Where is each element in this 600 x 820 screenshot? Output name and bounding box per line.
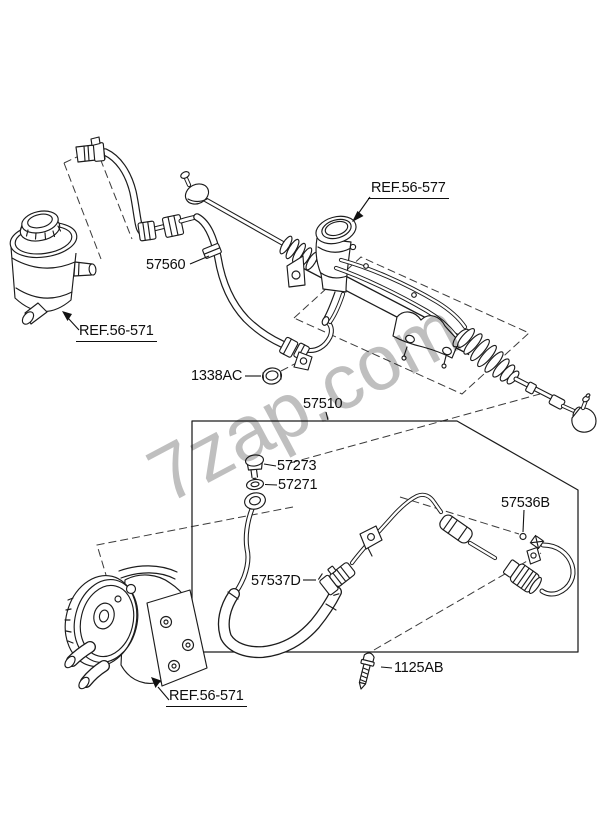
tie-rod-right <box>513 376 597 433</box>
part-label-57271[interactable]: 57271 <box>278 477 318 493</box>
fluid-reservoir <box>9 210 97 325</box>
power-steering-pump <box>64 565 208 690</box>
return-hose-57560 <box>75 136 334 371</box>
part-label-57536B[interactable]: 57536B <box>501 495 550 511</box>
ref-label-56-571-top[interactable]: REF.56-571 <box>76 323 157 342</box>
reservoir-cap <box>19 210 62 242</box>
reservoir-bottom-spout <box>21 302 48 325</box>
part-label-57510[interactable]: 57510 <box>303 396 343 412</box>
pinion-tower <box>286 215 357 293</box>
part-label-57560[interactable]: 57560 <box>146 257 186 273</box>
washer-57271 <box>245 478 265 491</box>
pressure-hose-right-run <box>349 492 576 597</box>
part-label-1338AC[interactable]: 1338AC <box>191 368 243 384</box>
tube-union-57537D <box>318 562 356 596</box>
hose-kit-box-57510 <box>191 411 579 690</box>
tie-rod-left <box>180 171 287 247</box>
label-leaders <box>62 196 525 701</box>
ref-label-56-571-bottom[interactable]: REF.56-571 <box>166 688 247 707</box>
grommet-1338AC-part <box>261 367 283 385</box>
rack-mount-bracket <box>392 311 460 369</box>
reservoir-outlet-nozzle <box>73 261 97 277</box>
pressure-hose-left-run <box>217 492 342 659</box>
banjo-bolt-57273 <box>244 454 265 480</box>
o-ring-57536B-part <box>519 532 527 541</box>
mount-bolt-1125AB <box>358 652 375 690</box>
steering-gear-assembly <box>279 215 597 433</box>
right-bellows <box>452 327 520 385</box>
ref-label-56-577[interactable]: REF.56-577 <box>368 180 449 199</box>
part-label-57273[interactable]: 57273 <box>277 458 317 474</box>
part-label-57537D[interactable]: 57537D <box>251 573 301 589</box>
gear-pressure-tubes <box>323 257 468 339</box>
part-label-1125AB[interactable]: 1125AB <box>394 660 444 676</box>
